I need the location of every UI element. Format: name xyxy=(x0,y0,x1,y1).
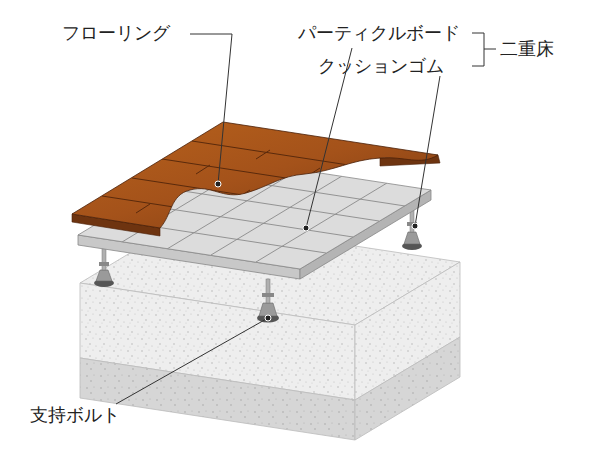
part-label: パーティクルボード xyxy=(298,22,460,44)
flooring xyxy=(72,122,440,236)
leader-lines xyxy=(116,34,440,404)
part-label: フローリング xyxy=(62,22,170,44)
group-label: 二重床 xyxy=(500,38,554,60)
part-label: 支持ボルト xyxy=(30,404,120,426)
leader-dots xyxy=(215,181,418,321)
bracket xyxy=(472,33,496,66)
part-label: クッションゴム xyxy=(318,55,444,77)
